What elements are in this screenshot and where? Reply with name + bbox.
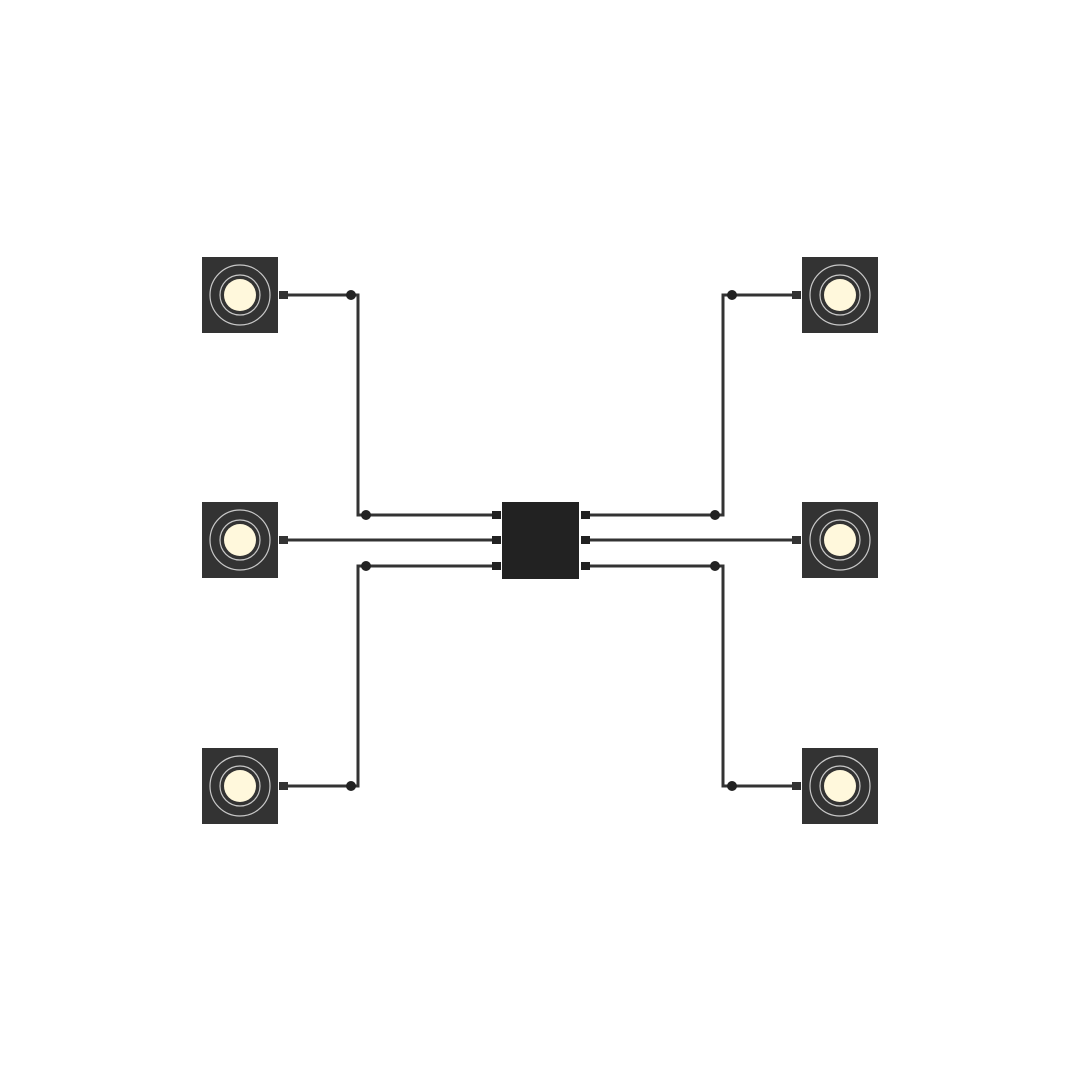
hub-port-left-bottom	[492, 562, 501, 570]
node-port	[792, 291, 801, 299]
lens-outer-ring	[209, 509, 271, 571]
light-lens-icon	[824, 770, 856, 802]
hub-port-right-middle	[581, 536, 590, 544]
junction-dot-icon	[346, 290, 356, 300]
light-lens-icon	[224, 770, 256, 802]
node-middle-right	[792, 502, 878, 578]
hub-port-left-middle	[492, 536, 501, 544]
junction-dot-icon	[361, 510, 371, 520]
lens-inner-ring	[819, 519, 861, 561]
node-bottom-left	[202, 748, 288, 824]
node-top-left	[202, 257, 288, 333]
lens-outer-ring	[809, 264, 871, 326]
node-port	[792, 782, 801, 790]
wire-top-right	[589, 293, 792, 517]
node-middle-left	[202, 502, 288, 578]
wire-top-left	[288, 293, 492, 517]
lens-inner-ring	[219, 765, 261, 807]
junction-dot-icon	[727, 290, 737, 300]
lens-outer-ring	[809, 509, 871, 571]
light-lens-icon	[824, 279, 856, 311]
lens-inner-ring	[219, 274, 261, 316]
light-lens-icon	[824, 524, 856, 556]
junction-dot-icon	[710, 561, 720, 571]
lens-outer-ring	[209, 755, 271, 817]
wire-bottom-right	[589, 564, 792, 788]
lens-outer-ring	[809, 755, 871, 817]
lens-outer-ring	[209, 264, 271, 326]
junction-dot-icon	[727, 781, 737, 791]
junction-dot-icon	[361, 561, 371, 571]
light-lens-icon	[224, 524, 256, 556]
node-top-right	[792, 257, 878, 333]
lens-inner-ring	[219, 519, 261, 561]
central-hub	[492, 502, 590, 579]
wire-bottom-left	[288, 564, 492, 788]
light-lens-icon	[224, 279, 256, 311]
node-port	[792, 536, 801, 544]
lens-inner-ring	[819, 274, 861, 316]
wires-layer	[288, 290, 792, 791]
junction-dot-icon	[710, 510, 720, 520]
hub-body	[502, 502, 579, 579]
hub-port-right-bottom	[581, 562, 590, 570]
node-bottom-right	[792, 748, 878, 824]
hub-port-left-top	[492, 511, 501, 519]
hub-port-right-top	[581, 511, 590, 519]
node-port	[279, 291, 288, 299]
node-port	[279, 536, 288, 544]
lens-inner-ring	[819, 765, 861, 807]
junction-dot-icon	[346, 781, 356, 791]
node-port	[279, 782, 288, 790]
